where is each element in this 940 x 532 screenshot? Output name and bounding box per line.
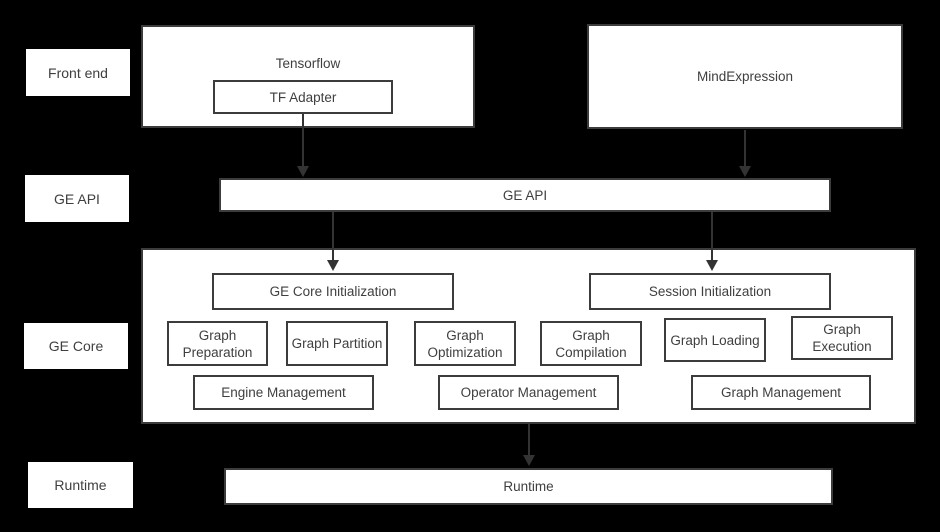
- arrow-stem: [302, 114, 304, 167]
- side-label-text: GE API: [54, 190, 100, 207]
- engine-management-box: Engine Management: [193, 375, 374, 410]
- runtime-bar: Runtime: [224, 468, 833, 505]
- tensorflow-box: Tensorflow TF Adapter: [141, 25, 475, 128]
- side-label-text: Front end: [48, 64, 108, 81]
- tensorflow-title: Tensorflow: [275, 56, 341, 71]
- arrow-down-icon: [297, 166, 309, 177]
- ge-api-bar: GE API: [219, 178, 831, 212]
- arrow-stem: [711, 212, 713, 261]
- arrow-stem: [744, 130, 746, 167]
- ge-core-container: GE Core Initialization Session Initializ…: [141, 248, 916, 424]
- arrow-stem: [528, 424, 530, 457]
- arrow-down-icon: [523, 455, 535, 466]
- graph-partition-box: Graph Partition: [286, 321, 388, 366]
- arrow-down-icon: [739, 166, 751, 177]
- graph-preparation-box: Graph Preparation: [167, 321, 268, 366]
- side-label-text: GE Core: [48, 338, 104, 354]
- side-label-ge-core: GE Core: [24, 323, 128, 369]
- graph-compilation-box: Graph Compilation: [540, 321, 642, 366]
- side-label-ge-api: GE API: [25, 175, 129, 222]
- arrow-stem: [332, 212, 334, 261]
- graph-execution-box: Graph Execution: [791, 316, 893, 360]
- arrow-down-icon: [706, 260, 718, 271]
- session-initialization-box: Session Initialization: [589, 273, 831, 310]
- tf-adapter-box: TF Adapter: [213, 80, 393, 114]
- side-label-text: Runtime: [54, 477, 107, 493]
- side-label-runtime: Runtime: [28, 462, 133, 508]
- graph-optimization-box: Graph Optimization: [414, 321, 516, 366]
- graph-management-box: Graph Management: [691, 375, 871, 410]
- operator-management-box: Operator Management: [438, 375, 619, 410]
- ge-core-initialization-box: GE Core Initialization: [212, 273, 454, 310]
- graph-loading-box: Graph Loading: [664, 318, 766, 362]
- arrow-down-icon: [327, 260, 339, 271]
- side-label-front-end: Front end: [26, 49, 130, 96]
- mindexpression-box: MindExpression: [587, 24, 903, 129]
